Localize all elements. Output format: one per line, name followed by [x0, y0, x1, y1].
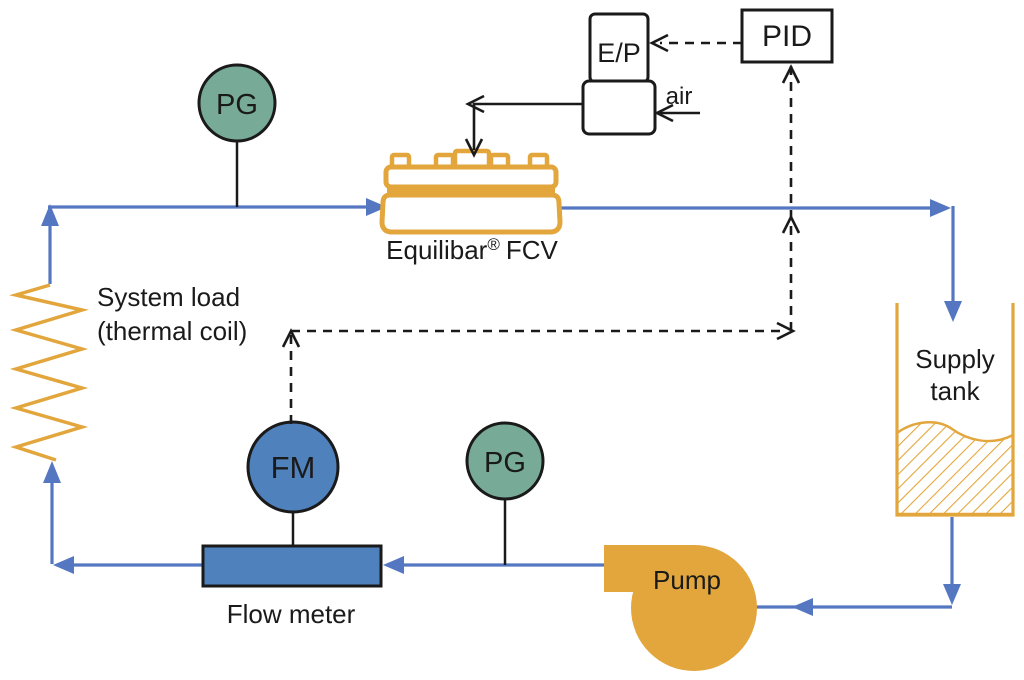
pump-label: Pump: [653, 565, 721, 595]
flow-arrow-up: [41, 204, 59, 226]
system-load-label-line2: (thermal coil): [97, 316, 247, 346]
air-arrow-left: [654, 103, 674, 123]
flow-arrow-left: [792, 598, 813, 616]
pg-top-label: PG: [216, 89, 258, 121]
pilot-arrow-left: [465, 94, 485, 114]
valve-body: [379, 192, 563, 235]
pump-volute: [631, 545, 757, 671]
tank-liquid: [895, 421, 1015, 516]
instrument-stems: [235, 141, 507, 565]
flow-arrow-down: [944, 301, 962, 322]
fm-transmitter: FM: [246, 420, 340, 514]
ep-label: E/P: [597, 38, 641, 68]
signal-arrow-left: [649, 33, 669, 53]
coil-zigzag: [9, 283, 89, 462]
valve-label: Equilibar® FCV: [386, 235, 558, 265]
flow-meter-label: Flow meter: [227, 599, 356, 629]
air-regulator-box: [581, 79, 657, 136]
signal-arrow-up: [781, 64, 801, 84]
signal-arrow-up: [281, 328, 301, 348]
flow-arrow-right: [930, 199, 951, 217]
valve-cap-band: [383, 164, 559, 190]
flow-arrow-left: [53, 556, 74, 574]
fm-circle: [246, 420, 340, 514]
signal-arrow-right: [776, 321, 796, 341]
supply-tank: [895, 303, 1015, 517]
signal-arrow-up: [781, 214, 801, 234]
registered-mark: ®: [487, 235, 500, 254]
system-load-coil: [9, 283, 89, 462]
valve-label-name: Equilibar: [386, 235, 488, 265]
tank-walls: [895, 303, 1015, 517]
pilot-arrow-down: [464, 138, 484, 158]
valve-mid-bar: [387, 186, 555, 195]
ep-converter: E/P: [581, 12, 657, 136]
pilot-line: [472, 102, 583, 150]
flow-meter-body: [201, 544, 383, 588]
pg-bottom-circle: [465, 421, 545, 501]
air-label: air: [666, 83, 693, 110]
flow-arrow-up: [43, 461, 61, 483]
supply-tank-label-line2: tank: [930, 376, 980, 406]
signal-lines: [281, 33, 801, 424]
system-load-label-line1: System load: [97, 282, 240, 312]
valve-label-suffix: FCV: [506, 235, 559, 265]
flow-arrow-left: [383, 556, 404, 574]
pid-controller: PID: [740, 8, 834, 64]
process-piping: [48, 205, 955, 609]
pg-top-gauge: PG: [197, 63, 277, 143]
equilibar-valve: [379, 148, 563, 235]
flow-arrow-right: [366, 198, 387, 216]
pg-top-circle: [197, 63, 277, 143]
pilot-air-line: [464, 94, 700, 158]
supply-tank-label-line1: Supply: [915, 344, 995, 374]
pg-bottom-gauge: PG: [465, 421, 545, 501]
pid-label: PID: [762, 20, 812, 53]
pump: [604, 545, 757, 671]
flow-arrows: [41, 198, 962, 616]
pid-box: [740, 8, 834, 64]
flow-arrow-down: [943, 584, 961, 605]
pg-bottom-label: PG: [484, 447, 526, 479]
fm-label: FM: [271, 450, 316, 485]
